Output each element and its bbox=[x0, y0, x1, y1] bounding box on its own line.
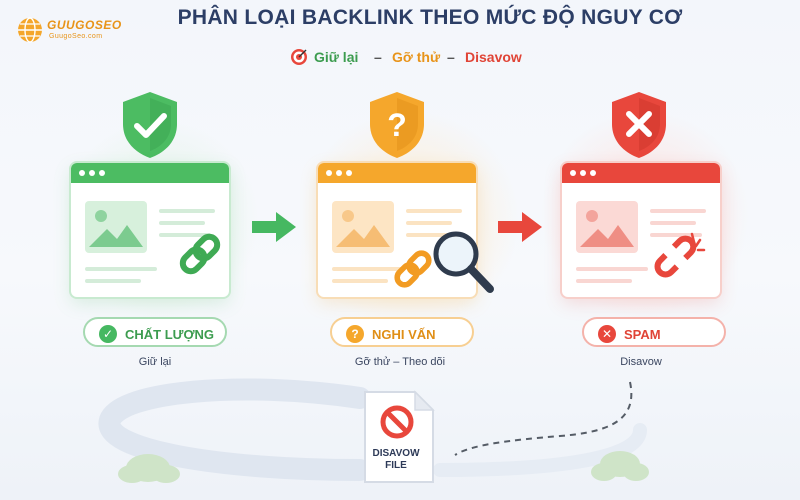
brand-logo[interactable]: GUUGOSEO GuugoSeo.com bbox=[16, 16, 146, 46]
suspect-caption: Gỡ thử – Theo dõi bbox=[354, 356, 446, 368]
page-title: PHÂN LOẠI BACKLINK THEO MỨC ĐỘ NGUY CƠ bbox=[177, 6, 683, 29]
window-title-bar bbox=[71, 163, 229, 183]
legend-keep: Giữ lại bbox=[314, 49, 359, 65]
check-circle-icon: ✓ bbox=[99, 325, 117, 343]
window-title-bar bbox=[562, 163, 720, 183]
quality-browser-window bbox=[71, 163, 229, 297]
text-line bbox=[332, 267, 404, 271]
disavow-file-icon[interactable]: DISAVOW FILE bbox=[361, 390, 435, 484]
legend-remove: Gỡ thử bbox=[392, 49, 441, 65]
text-line bbox=[159, 233, 211, 237]
x-circle-icon: ✕ bbox=[598, 325, 616, 343]
spam-label: SPAM bbox=[624, 327, 661, 342]
legend-separator: – bbox=[374, 49, 382, 65]
x-shield-icon bbox=[612, 92, 666, 158]
spam-browser-window bbox=[562, 163, 720, 297]
text-line bbox=[159, 209, 215, 213]
text-line bbox=[406, 221, 452, 225]
suspect-status-pill[interactable]: ? NGHI VẤN bbox=[330, 317, 474, 347]
quality-status-pill[interactable]: ✓ CHẤT LƯỢNG bbox=[83, 317, 227, 347]
logo-site-text: GuugoSeo.com bbox=[49, 33, 103, 40]
text-line bbox=[650, 233, 702, 237]
spam-caption: Disavow bbox=[620, 356, 662, 368]
check-shield-icon bbox=[123, 92, 177, 158]
suspect-label: NGHI VẤN bbox=[372, 327, 436, 342]
text-line bbox=[332, 279, 388, 283]
file-label-line2: FILE bbox=[385, 460, 407, 471]
arrow-right-icon bbox=[498, 212, 542, 242]
text-line bbox=[159, 221, 205, 225]
file-label-line1: DISAVOW bbox=[372, 448, 420, 459]
chain-link-icon bbox=[179, 233, 221, 275]
bush-left bbox=[118, 454, 180, 483]
text-line bbox=[406, 209, 462, 213]
window-title-bar bbox=[318, 163, 476, 183]
quality-caption: Giữ lại bbox=[138, 356, 172, 368]
image-placeholder-icon bbox=[332, 201, 394, 253]
text-line bbox=[576, 267, 648, 271]
chain-link-icon bbox=[394, 250, 432, 288]
legend-separator: – bbox=[447, 49, 455, 65]
text-line bbox=[85, 267, 157, 271]
question-shield-icon: ? bbox=[370, 92, 424, 158]
text-line bbox=[650, 209, 706, 213]
legend-subtitle: Giữ lại – Gỡ thử – Disavow bbox=[290, 48, 550, 68]
svg-text:?: ? bbox=[387, 107, 407, 143]
text-line bbox=[406, 233, 458, 237]
text-line bbox=[650, 221, 696, 225]
text-line bbox=[85, 279, 141, 283]
logo-brand-text: GUUGOSEO bbox=[47, 18, 122, 32]
image-placeholder-icon bbox=[576, 201, 638, 253]
legend-disavow: Disavow bbox=[465, 49, 522, 65]
quality-label: CHẤT LƯỢNG bbox=[125, 327, 215, 342]
globe-icon bbox=[18, 17, 42, 43]
broken-link-icon bbox=[654, 232, 706, 278]
disavow-file-label: DISAVOW FILE bbox=[361, 448, 431, 472]
prohibited-icon bbox=[380, 405, 414, 439]
bush-right bbox=[591, 451, 649, 481]
target-icon bbox=[291, 49, 307, 65]
text-line bbox=[576, 279, 632, 283]
image-placeholder-icon bbox=[85, 201, 147, 253]
spam-status-pill[interactable]: ✕ SPAM bbox=[582, 317, 726, 347]
question-circle-icon: ? bbox=[346, 325, 364, 343]
arrow-right-icon bbox=[252, 212, 296, 242]
magnifier-icon bbox=[433, 231, 494, 293]
